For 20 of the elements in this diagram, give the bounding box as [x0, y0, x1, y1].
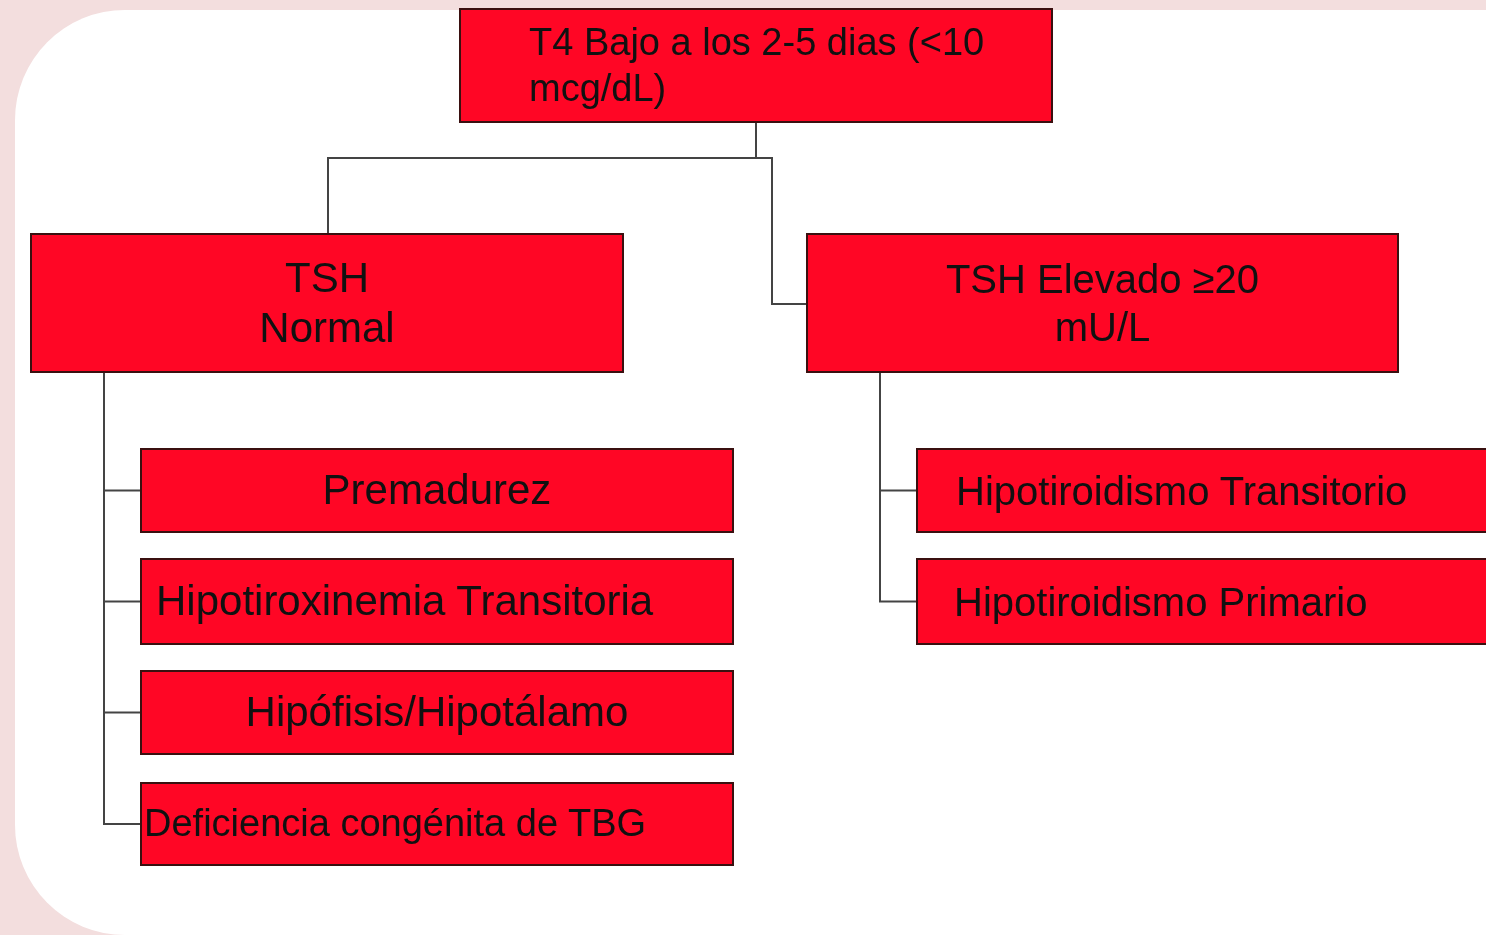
box-label: T4 Bajo a los 2-5 dias (<10 mcg/dL): [529, 19, 986, 111]
process-box: [806, 233, 1399, 373]
process-box: [140, 448, 734, 533]
process-box: [916, 558, 1486, 645]
box-label: Deficiencia congénita de TBG: [144, 801, 647, 847]
box-label: Premadurez: [322, 465, 552, 516]
process-box: [140, 670, 734, 755]
box-label: Hipotiroidismo Primario: [954, 578, 1368, 626]
process-box: [30, 233, 624, 373]
process-box: [140, 782, 734, 866]
connector-line: [879, 372, 917, 603]
box-label: Hipófisis/Hipotálamo: [245, 687, 629, 738]
box-label: Hipotiroxinemia Transitoria: [156, 576, 654, 627]
connector-line: [755, 122, 807, 305]
box-label: Hipotiroidismo Transitorio: [956, 467, 1408, 515]
process-box: [459, 8, 1053, 123]
process-box: [916, 448, 1486, 533]
process-box: [140, 558, 734, 645]
box-label: TSH Normal: [258, 252, 396, 353]
box-label: TSH Elevado ≥20 mU/L: [944, 256, 1261, 351]
